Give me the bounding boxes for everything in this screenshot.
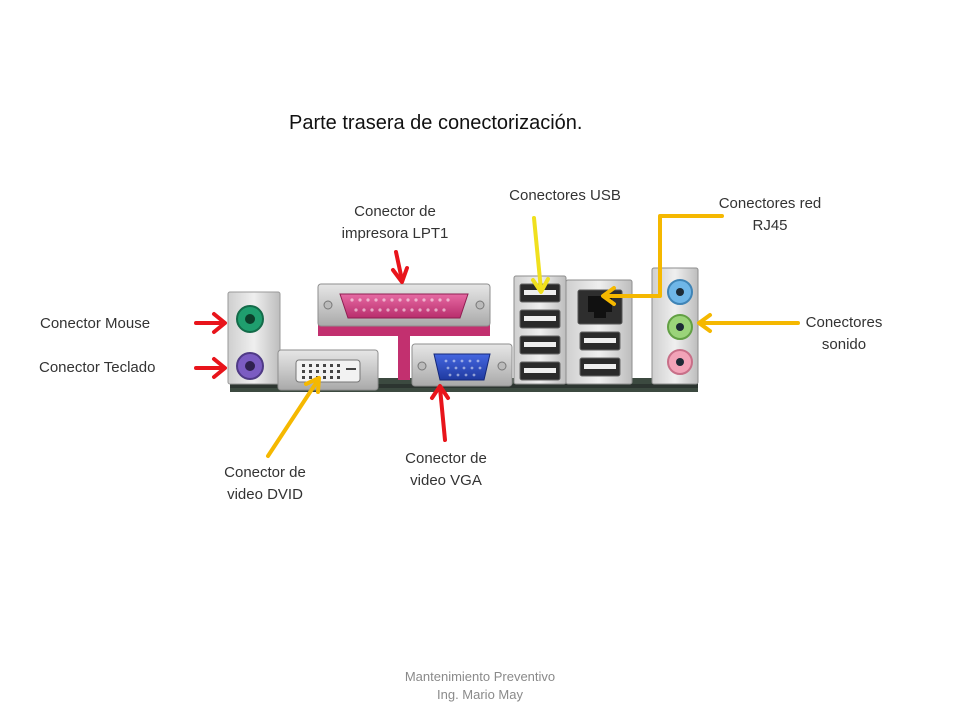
arrow-dvid bbox=[266, 376, 321, 458]
arrow-vga bbox=[430, 384, 450, 442]
dvi-port bbox=[277, 349, 379, 391]
arrow-usb bbox=[531, 216, 550, 294]
lpt-port bbox=[317, 283, 491, 380]
arrow-teclado bbox=[194, 357, 227, 379]
label-teclado: Conector Teclado bbox=[39, 359, 156, 376]
arrow-lpt bbox=[391, 250, 409, 284]
arrow-mouse bbox=[194, 312, 227, 334]
label-mouse: Conector Mouse bbox=[40, 315, 151, 332]
audio-jacks bbox=[651, 267, 699, 385]
vga-port bbox=[411, 343, 513, 387]
ps2-block bbox=[227, 291, 281, 385]
footer: Mantenimiento Preventivo Ing. Mario May bbox=[404, 669, 556, 702]
rj45-usb-stack bbox=[565, 279, 633, 385]
page-title: Parte trasera de conectorización. bbox=[289, 112, 583, 134]
arrow-sonido bbox=[697, 313, 800, 333]
arrow-red-rj45 bbox=[601, 214, 724, 306]
label-usb: Conectores USB bbox=[509, 187, 621, 204]
